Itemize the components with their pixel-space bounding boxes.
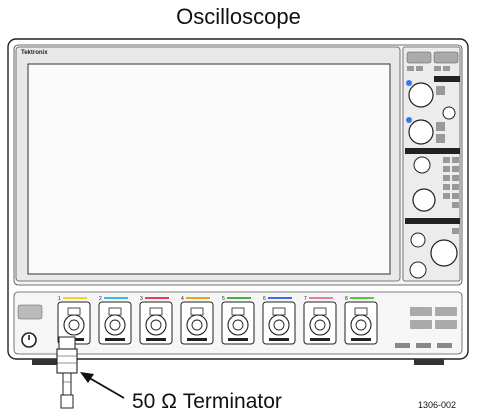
channel-label-plate	[269, 338, 289, 341]
channel-color-bar	[145, 297, 169, 299]
channel-inputs: 1 2 3 4 5 6 7 8	[57, 296, 378, 345]
channel-input-6[interactable]: 6	[262, 296, 296, 345]
channel-number: 8	[345, 296, 348, 302]
vertical-button-grid	[443, 157, 459, 208]
probe-interface	[231, 307, 245, 316]
zoom-button	[452, 228, 459, 234]
probe-interface	[272, 307, 286, 316]
channel-label-plate	[351, 338, 371, 341]
usb-port	[416, 343, 431, 348]
channel-label-plate	[310, 338, 330, 341]
bnc-center	[355, 319, 367, 331]
channel-color-bar	[309, 297, 333, 299]
channel-label-plate	[105, 338, 125, 341]
horizontal-header	[405, 218, 460, 224]
probe-interface	[67, 307, 81, 316]
channel-label-plate	[187, 338, 207, 341]
scope-foot	[32, 359, 62, 365]
bnc-center	[191, 319, 203, 331]
small-button	[407, 66, 414, 71]
bnc-center	[68, 319, 80, 331]
diagram-title: Oscilloscope	[176, 4, 301, 29]
horizontal-scale-knob	[409, 261, 427, 279]
probe-interface	[149, 307, 163, 316]
usb-port	[437, 343, 452, 348]
trigger-button	[436, 134, 445, 143]
zoom-knob	[430, 239, 458, 267]
single-seq-button	[433, 51, 459, 64]
level-knob	[442, 106, 456, 120]
channel-input-3[interactable]: 3	[139, 296, 173, 345]
channel-label-plate	[228, 338, 248, 341]
channel-input-1[interactable]: 1	[57, 296, 91, 345]
channel-number: 3	[140, 296, 143, 302]
scope-foot	[414, 359, 444, 365]
channel-input-7[interactable]: 7	[303, 296, 337, 345]
display-screen	[27, 63, 391, 275]
vertical-header	[405, 148, 460, 154]
channel-number: 6	[263, 296, 266, 302]
channel-number: 1	[58, 296, 61, 302]
run-stop-button	[406, 51, 432, 64]
knob-indicator	[406, 117, 412, 123]
channel-input-4[interactable]: 4	[180, 296, 214, 345]
front-button	[410, 307, 432, 316]
knob-indicator	[406, 80, 412, 86]
front-button	[435, 307, 457, 316]
vertical-position-knob	[413, 156, 431, 174]
channel-number: 5	[222, 296, 225, 302]
figure-number: 1306-002	[418, 400, 457, 410]
terminator-label: 50 Ω Terminator	[132, 390, 282, 413]
channel-color-bar	[186, 297, 210, 299]
channel-color-bar	[227, 297, 251, 299]
bnc-center	[150, 319, 162, 331]
menu-button	[17, 304, 43, 320]
channel-number: 4	[181, 296, 184, 302]
horizontal-position-knob	[410, 232, 426, 248]
terminator-icon	[56, 336, 78, 409]
bnc-center	[314, 319, 326, 331]
small-button	[443, 66, 450, 71]
channel-label-plate	[146, 338, 166, 341]
trigger-button	[436, 122, 445, 131]
usb-port	[395, 343, 410, 348]
trigger-header	[434, 76, 460, 82]
front-button	[410, 320, 432, 329]
probe-interface	[190, 307, 204, 316]
probe-interface	[313, 307, 327, 316]
bnc-center	[232, 319, 244, 331]
channel-color-bar	[350, 297, 374, 299]
trigger-button	[436, 86, 445, 95]
bnc-center	[273, 319, 285, 331]
channel-input-2[interactable]: 2	[98, 296, 132, 345]
probe-interface	[354, 307, 368, 316]
channel-color-bar	[268, 297, 292, 299]
multipurpose-knob-a	[408, 82, 434, 108]
vertical-scale-knob	[412, 188, 436, 212]
channel-input-8[interactable]: 8	[344, 296, 378, 345]
arrow-icon	[80, 372, 125, 399]
channel-color-bar	[63, 297, 87, 299]
channel-color-bar	[104, 297, 128, 299]
front-button	[435, 320, 457, 329]
small-button	[416, 66, 423, 71]
multipurpose-knob-b	[408, 119, 434, 145]
bnc-center	[109, 319, 121, 331]
channel-input-5[interactable]: 5	[221, 296, 255, 345]
brand-logo: Tektronix	[21, 50, 48, 56]
probe-interface	[108, 307, 122, 316]
channel-number: 7	[304, 296, 307, 302]
small-button	[434, 66, 441, 71]
channel-number: 2	[99, 296, 102, 302]
